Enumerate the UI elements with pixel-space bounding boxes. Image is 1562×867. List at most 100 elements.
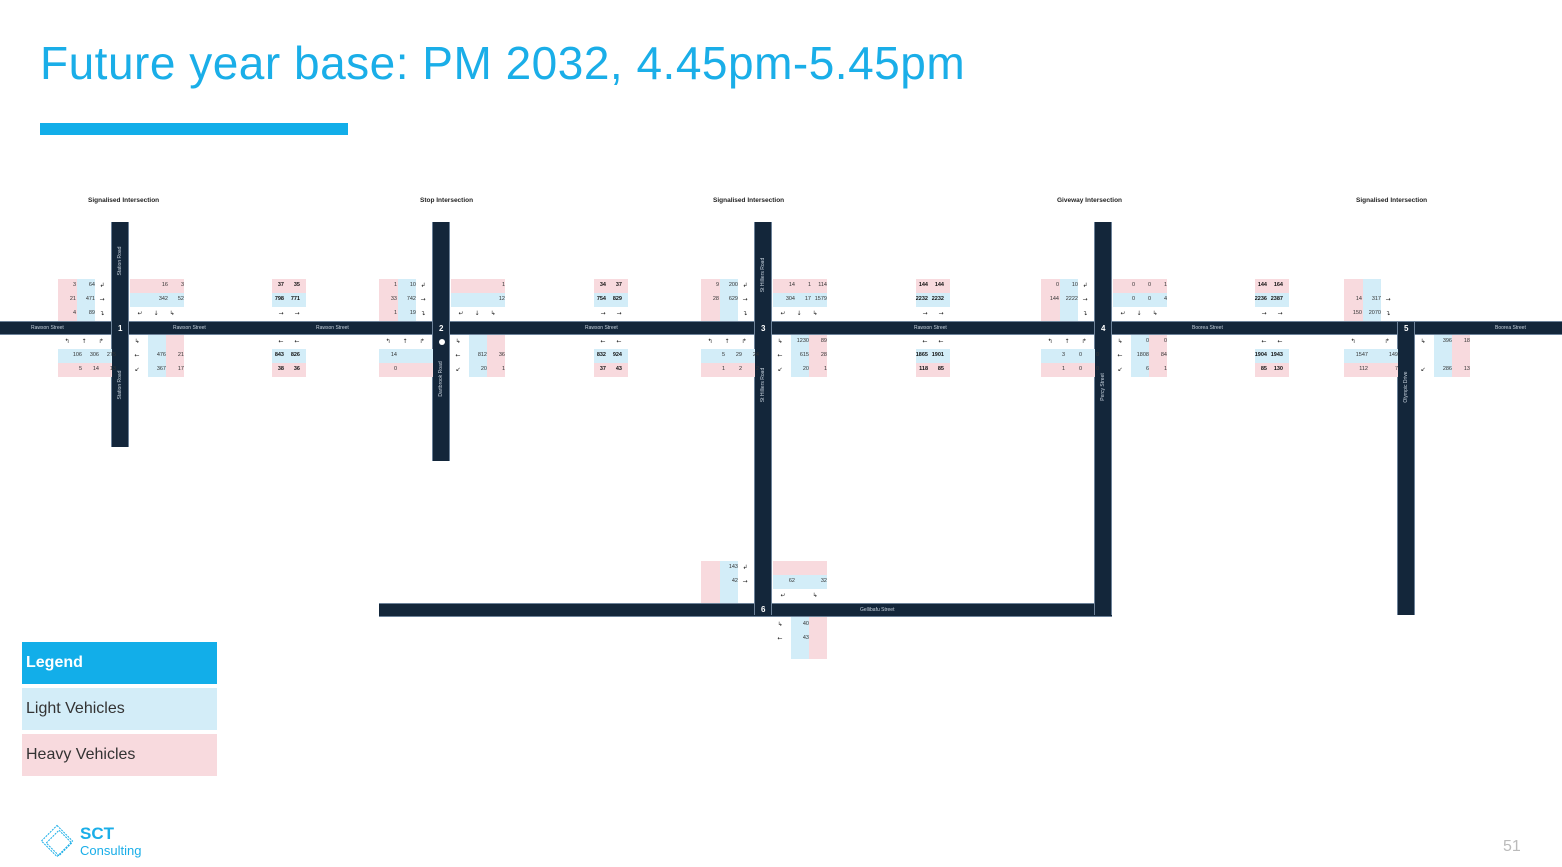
sw-light-bg bbox=[379, 349, 433, 363]
volume-value: 843 bbox=[274, 352, 284, 358]
left-turn-arrow-icon: ↰ bbox=[1047, 338, 1053, 345]
se-light-bg bbox=[148, 335, 166, 377]
volume-value: 84 bbox=[1160, 352, 1167, 358]
volume-value: 812 bbox=[477, 352, 487, 358]
volume-value: 471 bbox=[85, 296, 95, 302]
volume-value: 16 bbox=[161, 282, 168, 288]
volume-value: 3 bbox=[180, 282, 184, 288]
through-arrow-icon: ↓ bbox=[1136, 310, 1142, 317]
page-title: Future year base: PM 2032, 4.45pm-5.45pm bbox=[40, 37, 966, 89]
ne-light-bg bbox=[773, 293, 827, 307]
rawson-street-label: Rawson Street bbox=[914, 325, 947, 331]
volume-value: 0 bbox=[393, 366, 397, 372]
right-turn-arrow-icon: ↱ bbox=[1384, 338, 1390, 345]
se-heavy-bg bbox=[487, 335, 505, 377]
left-turn-arrow-icon: ↰ bbox=[707, 338, 713, 345]
link-bottom-heavy-bg bbox=[916, 363, 950, 377]
through-arrow-icon: ↑ bbox=[724, 338, 730, 345]
link-top-heavy-bg bbox=[916, 279, 950, 293]
rawson-street-label: Rawson Street bbox=[173, 325, 206, 331]
volume-value: 150 bbox=[1352, 310, 1362, 316]
volume-value: 1 bbox=[721, 366, 725, 372]
left-turn-arrow-icon: ↳ bbox=[777, 621, 783, 628]
volume-value: 28 bbox=[712, 296, 719, 302]
left-turn-arrow-icon: ↳ bbox=[812, 592, 818, 599]
volume-value: 832 bbox=[596, 352, 606, 358]
westbound-arrow-icon: ← bbox=[616, 338, 622, 345]
volume-value: 476 bbox=[156, 352, 166, 358]
volume-value: 9 bbox=[715, 282, 719, 288]
volume-value: 17 bbox=[177, 366, 184, 372]
intersection-type-title: Signalised Intersection bbox=[88, 197, 160, 204]
right-turn-arrow-icon: ↲ bbox=[742, 564, 748, 571]
eastbound-arrow-icon: → bbox=[600, 310, 606, 317]
left-turn-arrow-icon: ↳ bbox=[1152, 310, 1158, 317]
volume-value: 12 bbox=[498, 296, 505, 302]
volume-value: 28 bbox=[820, 352, 827, 358]
volume-value: 2387 bbox=[1270, 296, 1283, 302]
volume-value: 0 bbox=[1147, 296, 1151, 302]
through-arrow-icon: → bbox=[1385, 296, 1391, 303]
volume-value: 1 bbox=[393, 310, 397, 316]
through-arrow-icon: ↓ bbox=[796, 310, 802, 317]
through-arrow-icon: → bbox=[1082, 296, 1088, 303]
intersection-number-2: 2 bbox=[439, 324, 444, 333]
volume-value: 0 bbox=[1078, 366, 1082, 372]
volume-value: 1808 bbox=[1136, 352, 1149, 358]
page-number: 51 bbox=[1503, 838, 1521, 855]
volume-value: 62 bbox=[788, 578, 795, 584]
left-turn-arrow-icon: ↴ bbox=[742, 310, 748, 317]
volume-value: 1865 bbox=[915, 352, 928, 358]
through-arrow-icon: ← bbox=[777, 352, 783, 359]
volume-value: 1 bbox=[823, 366, 827, 372]
left-turn-arrow-icon: ↰ bbox=[64, 338, 70, 345]
right-turn-arrow-icon: ↱ bbox=[741, 338, 747, 345]
volume-value: 1547 bbox=[1355, 352, 1368, 358]
right-turn-arrow-icon: ↱ bbox=[98, 338, 104, 345]
volume-value: 37 bbox=[599, 366, 606, 372]
volume-value: 2222 bbox=[1065, 296, 1078, 302]
volume-value: 342 bbox=[158, 296, 168, 302]
sw-light-bg bbox=[1344, 349, 1398, 363]
link-bottom-heavy-bg bbox=[594, 363, 628, 377]
legend-heading: Legend bbox=[22, 642, 217, 684]
link-bottom-heavy-bg bbox=[1255, 363, 1289, 377]
volume-value: 24 bbox=[752, 352, 759, 358]
volume-value: 6 bbox=[1145, 366, 1149, 372]
volume-value: 19 bbox=[409, 310, 416, 316]
volume-value: 742 bbox=[406, 296, 416, 302]
volume-value: 34 bbox=[599, 282, 606, 288]
left-turn-arrow-icon: ↴ bbox=[1082, 310, 1088, 317]
westbound-arrow-icon: ← bbox=[1261, 338, 1267, 345]
intersection-type-title: Stop Intersection bbox=[420, 197, 474, 204]
volume-value: 1904 bbox=[1254, 352, 1267, 358]
through-arrow-icon: → bbox=[742, 578, 748, 585]
intersection-number-6: 6 bbox=[761, 605, 766, 614]
right-turn-arrow-icon: ↙ bbox=[455, 366, 461, 373]
volume-value: 826 bbox=[290, 352, 300, 358]
right-turn-arrow-icon: ↵ bbox=[1120, 310, 1126, 317]
volume-value: 0 bbox=[1095, 366, 1099, 372]
volume-value: 1 bbox=[501, 282, 505, 288]
volume-value: 85 bbox=[937, 366, 944, 372]
left-turn-arrow-icon: ↳ bbox=[455, 338, 461, 345]
rawson-boorea-street-road bbox=[0, 321, 1562, 335]
right-turn-arrow-icon: ↙ bbox=[134, 366, 140, 373]
legend: Legend Light Vehicles Heavy Vehicles bbox=[22, 642, 217, 780]
ne-light-bg bbox=[130, 293, 184, 307]
volume-value: 2232 bbox=[931, 296, 944, 302]
volume-value: 17 bbox=[804, 296, 811, 302]
sw-light-bg bbox=[701, 349, 755, 363]
link-bottom-light-bg bbox=[916, 349, 950, 363]
volume-value: 7 bbox=[1394, 366, 1398, 372]
through-arrow-icon: ↓ bbox=[474, 310, 480, 317]
nw-light-bg bbox=[720, 561, 738, 603]
volume-value: 1 bbox=[501, 366, 505, 372]
through-arrow-icon: → bbox=[420, 296, 426, 303]
se-heavy-bg bbox=[809, 335, 827, 377]
volume-value: 2236 bbox=[1254, 296, 1267, 302]
volume-value: 130 bbox=[1273, 366, 1283, 372]
link-top-light-bg bbox=[916, 293, 950, 307]
volume-value: 37 bbox=[277, 282, 284, 288]
left-turn-arrow-icon: ↳ bbox=[490, 310, 496, 317]
